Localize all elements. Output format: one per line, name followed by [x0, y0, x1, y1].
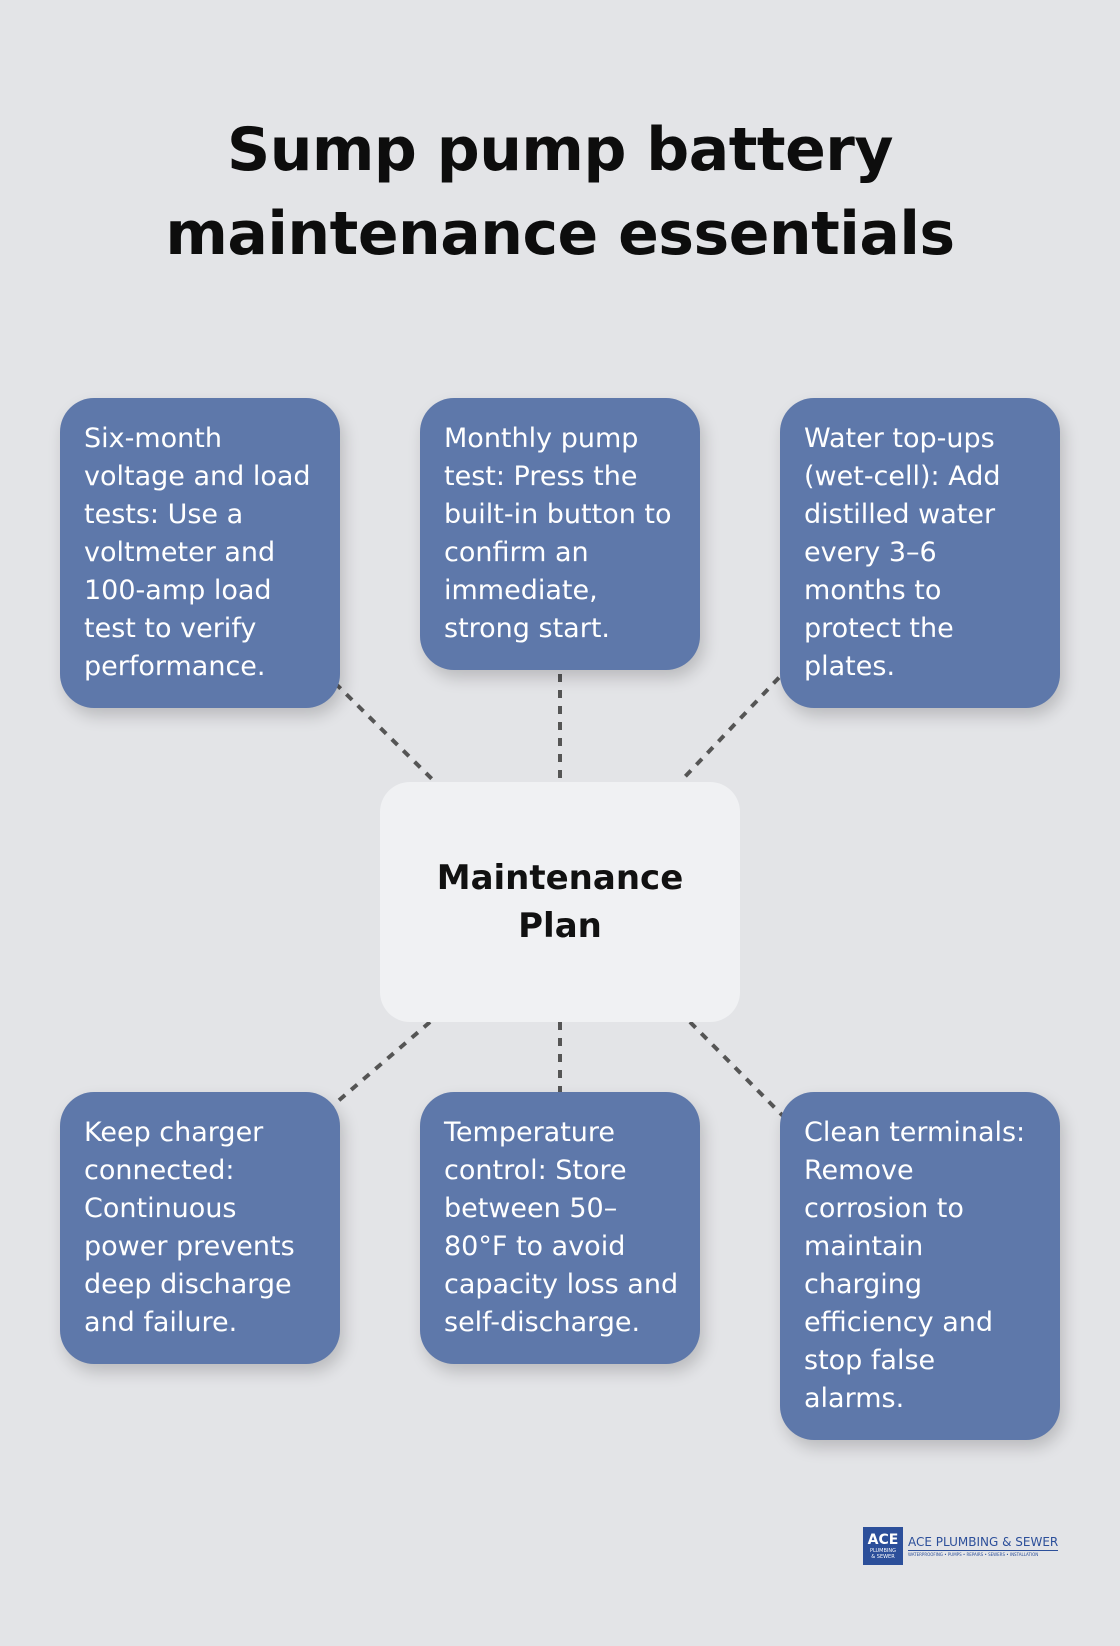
logo-badge: ACE PLUMBING & SEWER	[863, 1527, 903, 1565]
center-line-1: Maintenance	[436, 858, 684, 898]
center-line-2: Plan	[518, 906, 602, 946]
brand-logo: ACE PLUMBING & SEWER ACE PLUMBING & SEWE…	[863, 1527, 1059, 1565]
logo-name: ACE PLUMBING & SEWER	[908, 1534, 1059, 1551]
connector-top-right	[678, 664, 792, 784]
card-monthly-pump-test: Monthly pump test: Press the built-in bu…	[420, 398, 700, 670]
title-line-2: maintenance essentials	[165, 199, 955, 269]
connector-bottom-right	[688, 1020, 787, 1120]
logo-tagline: WATERPROOFING • PUMPS • REPAIRS • SEWERS…	[908, 1551, 1039, 1557]
logo-badge-sub-1: PLUMBING	[869, 1547, 897, 1554]
card-voltage-load-tests: Six-month voltage and load tests: Use a …	[60, 398, 340, 708]
card-temperature-control: Temperature control: Store between 50–80…	[420, 1092, 700, 1364]
logo-badge-text: ACE	[867, 1531, 899, 1548]
card-text: Clean terminals: Remove corrosion to mai…	[804, 1117, 1026, 1414]
card-text: Monthly pump test: Press the built-in bu…	[444, 423, 672, 644]
connector-bottom-left	[328, 1020, 432, 1110]
card-clean-terminals: Clean terminals: Remove corrosion to mai…	[780, 1092, 1060, 1440]
center-node: Maintenance Plan	[380, 782, 740, 1022]
card-water-top-ups: Water top-ups (wet-cell): Add distilled …	[780, 398, 1060, 708]
page-title: Sump pump battery maintenance essentials	[0, 108, 1120, 276]
card-keep-charger-connected: Keep charger connected: Continuous power…	[60, 1092, 340, 1364]
connector-top-left	[333, 681, 437, 784]
logo-badge-sub-2: & SEWER	[871, 1553, 895, 1560]
card-text: Keep charger connected: Continuous power…	[84, 1117, 295, 1338]
card-text: Six-month voltage and load tests: Use a …	[84, 423, 311, 682]
title-line-1: Sump pump battery	[226, 115, 894, 185]
card-text: Temperature control: Store between 50–80…	[444, 1117, 679, 1338]
card-text: Water top-ups (wet-cell): Add distilled …	[804, 423, 1001, 682]
